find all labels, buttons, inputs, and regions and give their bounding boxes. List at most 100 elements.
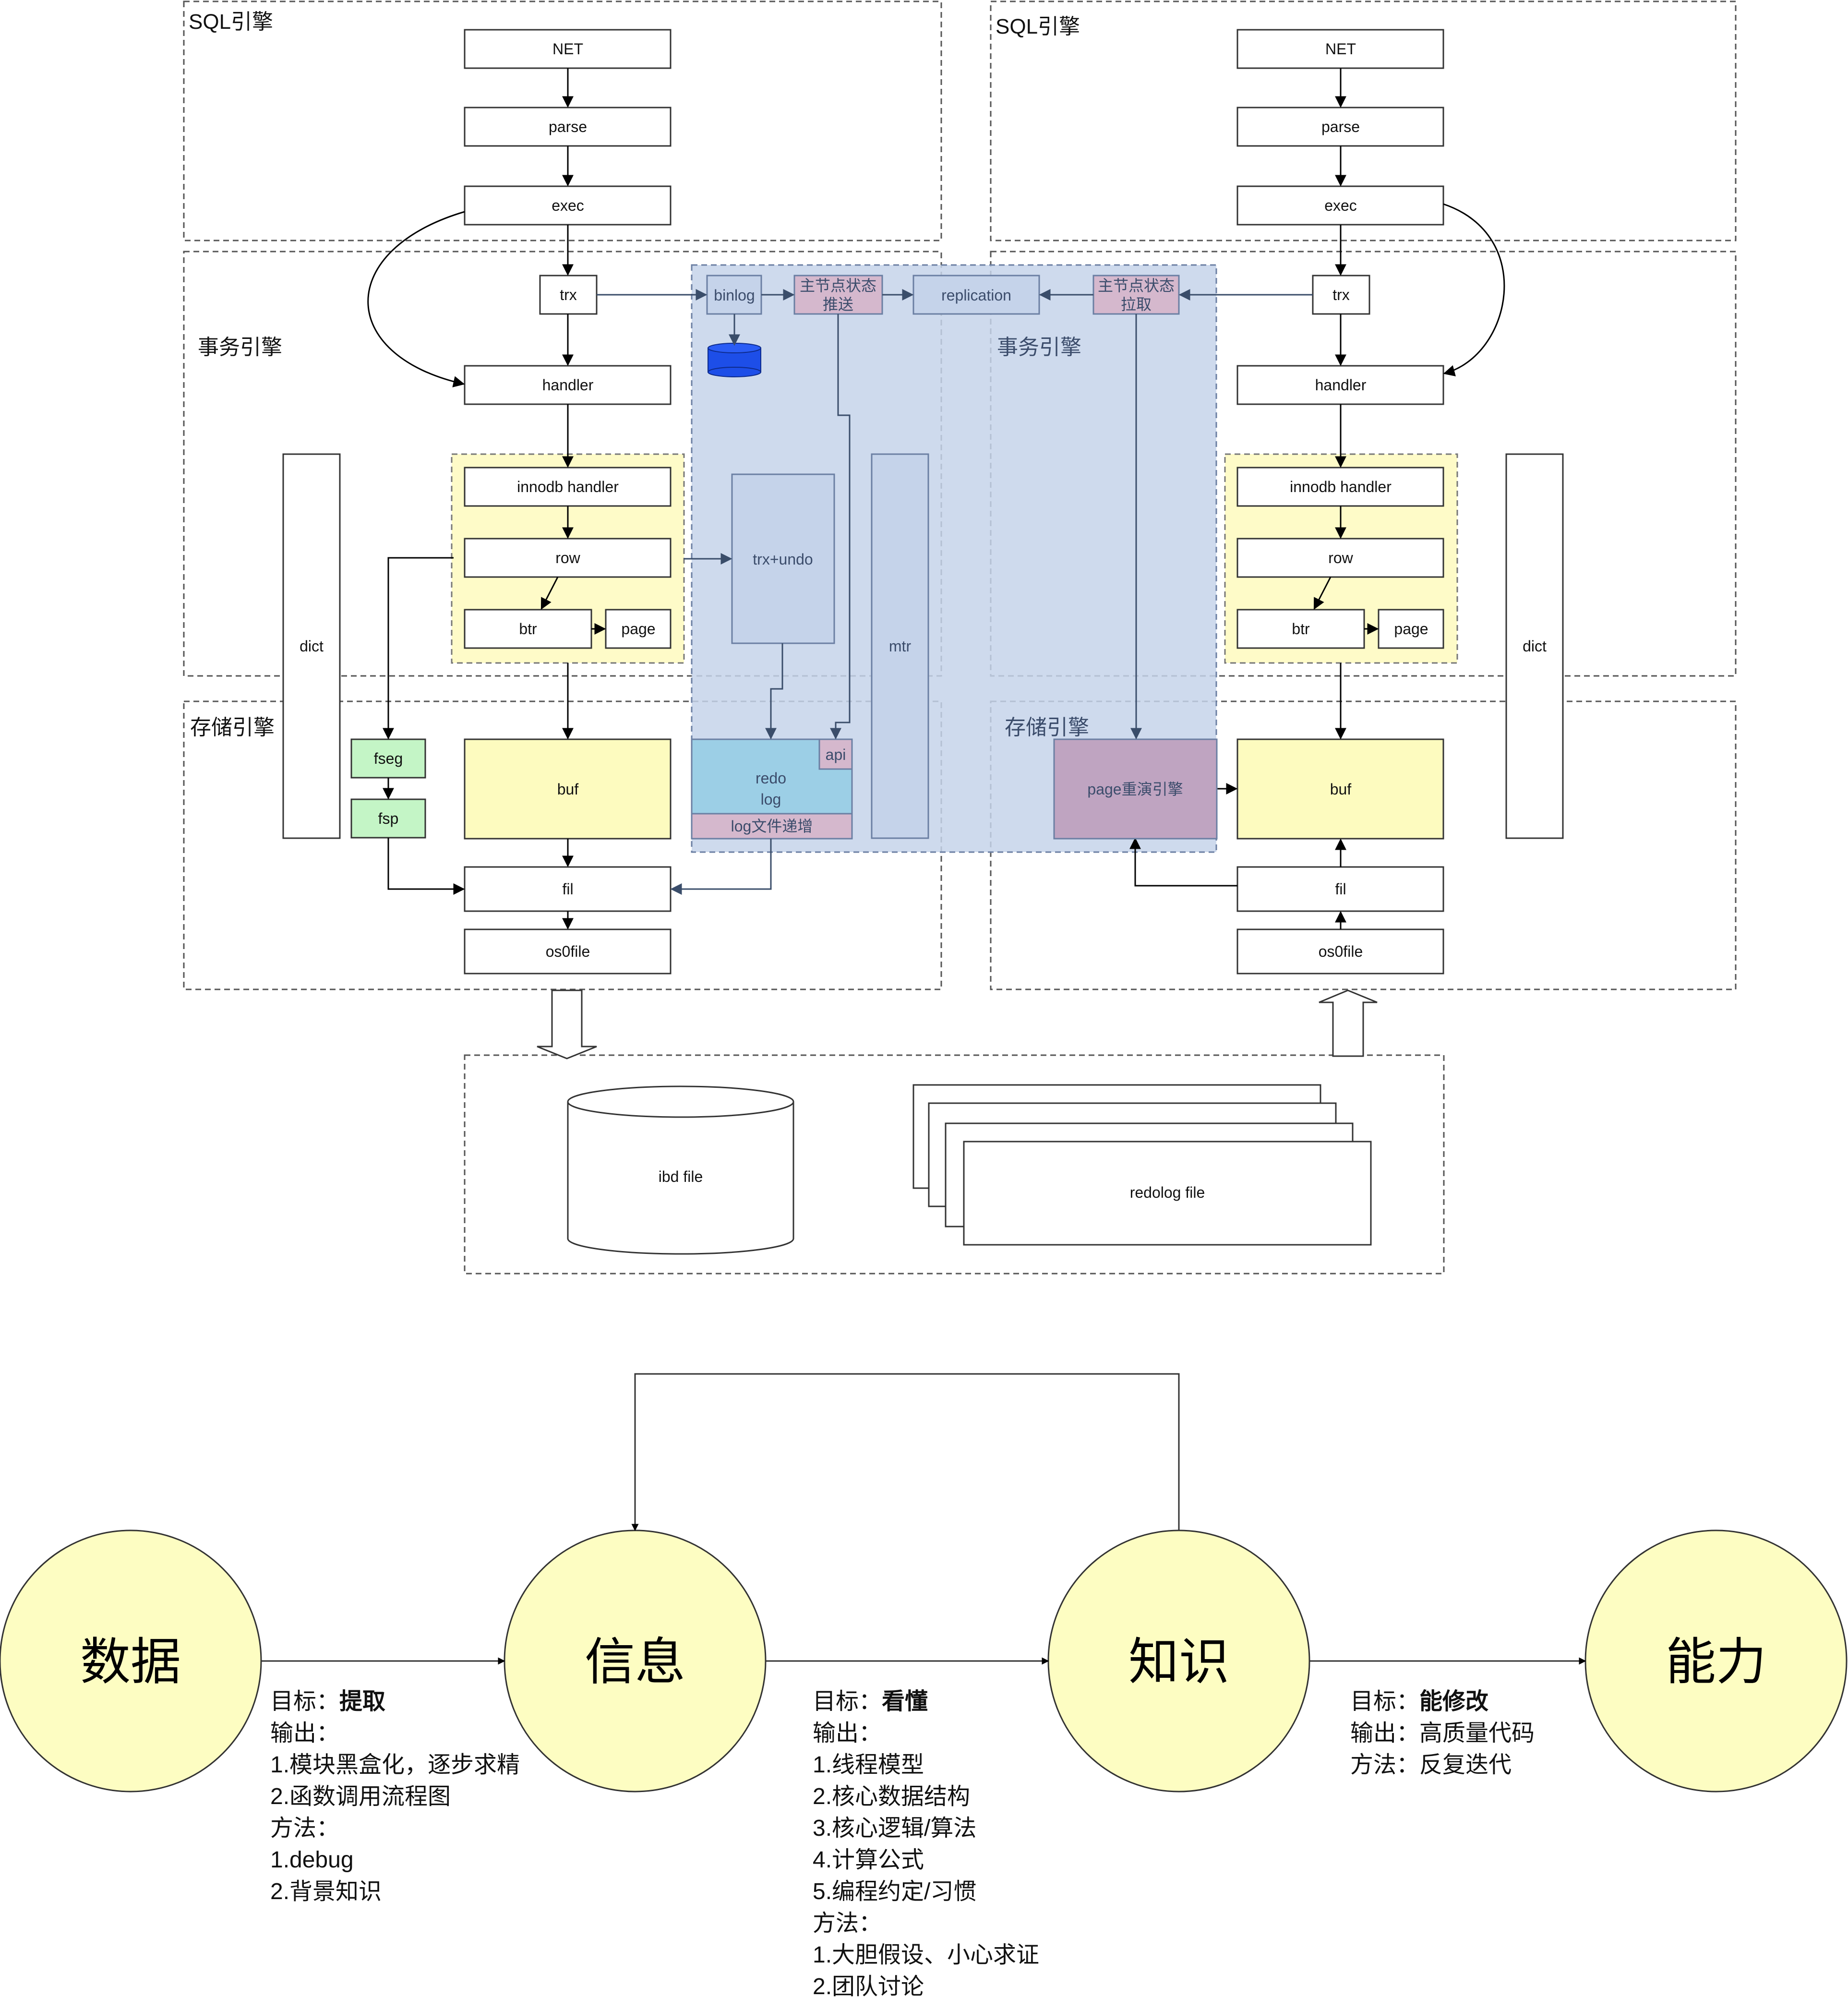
redo-label-2: log	[761, 791, 781, 808]
right-row-box	[1236, 538, 1444, 578]
stage2-line: 1.大胆假设、小心求证	[813, 1942, 1039, 1968]
right-page-box	[1378, 609, 1444, 649]
redolog-file-label: redolog file	[1130, 1184, 1205, 1201]
up-transfer-arrow	[1319, 989, 1378, 1057]
left-innodb-handler-label: innodb handler	[517, 478, 619, 495]
left-row-label: row	[555, 549, 580, 566]
redolog-file-stack	[912, 1084, 1372, 1246]
files-frame	[464, 1054, 1445, 1275]
right-net-box	[1236, 29, 1444, 69]
right-trx-label-text: trx	[1332, 286, 1350, 303]
right-parse-label: parse	[1321, 118, 1360, 135]
mtr-label: mtr	[889, 638, 912, 655]
master-pull-box	[1092, 275, 1180, 315]
right-fil-box	[1236, 866, 1444, 912]
stage2-goal: 目标：看懂	[813, 1689, 928, 1714]
left-exec-box	[464, 185, 672, 226]
left-page-box	[605, 609, 672, 649]
master-push-label-1: 主节点状态	[800, 277, 876, 294]
right-trx-box	[1312, 275, 1370, 315]
stage1-line: 2.背景知识	[270, 1879, 382, 1904]
ibd-file-label: ibd file	[659, 1168, 703, 1185]
stage2-line: 5.编程约定/习惯	[813, 1879, 976, 1904]
left-net-label: NET	[552, 40, 583, 58]
stage2-line: 4.计算公式	[813, 1847, 924, 1873]
right-dict-box	[1505, 453, 1564, 839]
stage2-line: 2.团队讨论	[813, 1974, 924, 1999]
left-parse-box	[464, 107, 672, 147]
right-dict-label: dict	[1523, 638, 1547, 655]
master-pull-label-1: 主节点状态	[1098, 277, 1175, 294]
stage1-line: 2.函数调用流程图	[270, 1784, 451, 1809]
left-parse-label: parse	[549, 118, 587, 135]
right-buf-label: buf	[1330, 781, 1352, 798]
right-storage-label: 存储引擎	[1005, 716, 1089, 739]
right-btr-box	[1236, 609, 1365, 649]
page-replay-label: page重演引擎	[1087, 781, 1183, 798]
right-handler-label: handler	[1315, 376, 1367, 394]
right-page-label: page	[1394, 620, 1428, 638]
left-net-box	[464, 29, 672, 69]
left-dict-label: dict	[300, 638, 324, 655]
right-parse-box	[1236, 107, 1444, 147]
left-handler-label: handler	[542, 376, 594, 394]
left-buf-box	[464, 738, 672, 840]
log-growth-box	[691, 813, 853, 840]
page-replay-box	[1053, 738, 1218, 840]
left-buf-label: buf	[557, 781, 579, 798]
binlog-database-icon	[708, 343, 761, 377]
node-data-label: 数据	[80, 1634, 181, 1690]
left-sql-label: SQL引擎	[189, 10, 273, 34]
stage2-line: 方法：	[813, 1911, 882, 1936]
left-exec-label: exec	[552, 197, 584, 214]
left-handler-box	[464, 365, 672, 405]
left-fseg-label: fseg	[374, 750, 403, 767]
stage2-line: 3.核心逻辑/算法	[813, 1816, 976, 1841]
left-page-label: page	[621, 620, 655, 638]
left-fsp-label: fsp	[378, 810, 399, 827]
left-os0file-box	[464, 928, 672, 975]
stage1-line: 1.debug	[270, 1847, 354, 1873]
trx-undo-label: trx+undo	[753, 551, 813, 568]
right-handler-box	[1236, 365, 1444, 405]
left-trx-label: 事务引擎	[198, 336, 282, 359]
stage2-line: 1.线程模型	[813, 1752, 924, 1778]
right-buf-box	[1236, 738, 1444, 840]
left-dict-box	[282, 453, 341, 839]
right-btr-label: btr	[1292, 620, 1310, 638]
stage1-goal: 目标：提取	[270, 1689, 385, 1714]
master-push-label-2: 推送	[823, 296, 853, 313]
master-pull-label-2: 拉取	[1121, 296, 1152, 313]
left-fseg-box	[350, 738, 426, 779]
left-fil-label: fil	[562, 880, 573, 898]
node-info-label: 信息	[585, 1634, 685, 1690]
right-os0file-label: os0file	[1319, 943, 1363, 960]
stage1-line: 方法：	[270, 1816, 339, 1841]
right-row-label: row	[1328, 549, 1353, 566]
right-trx-label: 事务引擎	[997, 336, 1081, 359]
right-sql-label: SQL引擎	[996, 15, 1080, 38]
api-label: api	[826, 746, 846, 763]
stage3-line: 输出：高质量代码	[1350, 1721, 1535, 1746]
stage3-goal: 目标：能修改	[1350, 1689, 1488, 1714]
left-btr-label: btr	[519, 620, 537, 638]
stage1-line: 输出：	[270, 1721, 339, 1746]
left-sql-frame	[183, 0, 942, 241]
ibd-file-cylinder	[567, 1085, 794, 1255]
right-innodb-handler-label: innodb handler	[1290, 478, 1392, 495]
down-transfer-arrow	[537, 989, 597, 1059]
mtr-box	[871, 453, 929, 839]
node-knowledge-label: 知识	[1128, 1634, 1229, 1690]
binlog-label: binlog	[714, 287, 755, 304]
stage3-line: 方法：反复迭代	[1350, 1752, 1512, 1778]
right-fil-label: fil	[1335, 880, 1346, 898]
left-os0file-label: os0file	[546, 943, 590, 960]
right-exec-label: exec	[1324, 197, 1357, 214]
stage2-line: 2.核心数据结构	[813, 1784, 970, 1809]
left-btr-box	[464, 609, 592, 649]
right-net-label: NET	[1325, 40, 1356, 58]
left-storage-label: 存储引擎	[190, 716, 275, 739]
stage2-line: 输出：	[813, 1721, 882, 1746]
left-fil-box	[464, 866, 672, 912]
